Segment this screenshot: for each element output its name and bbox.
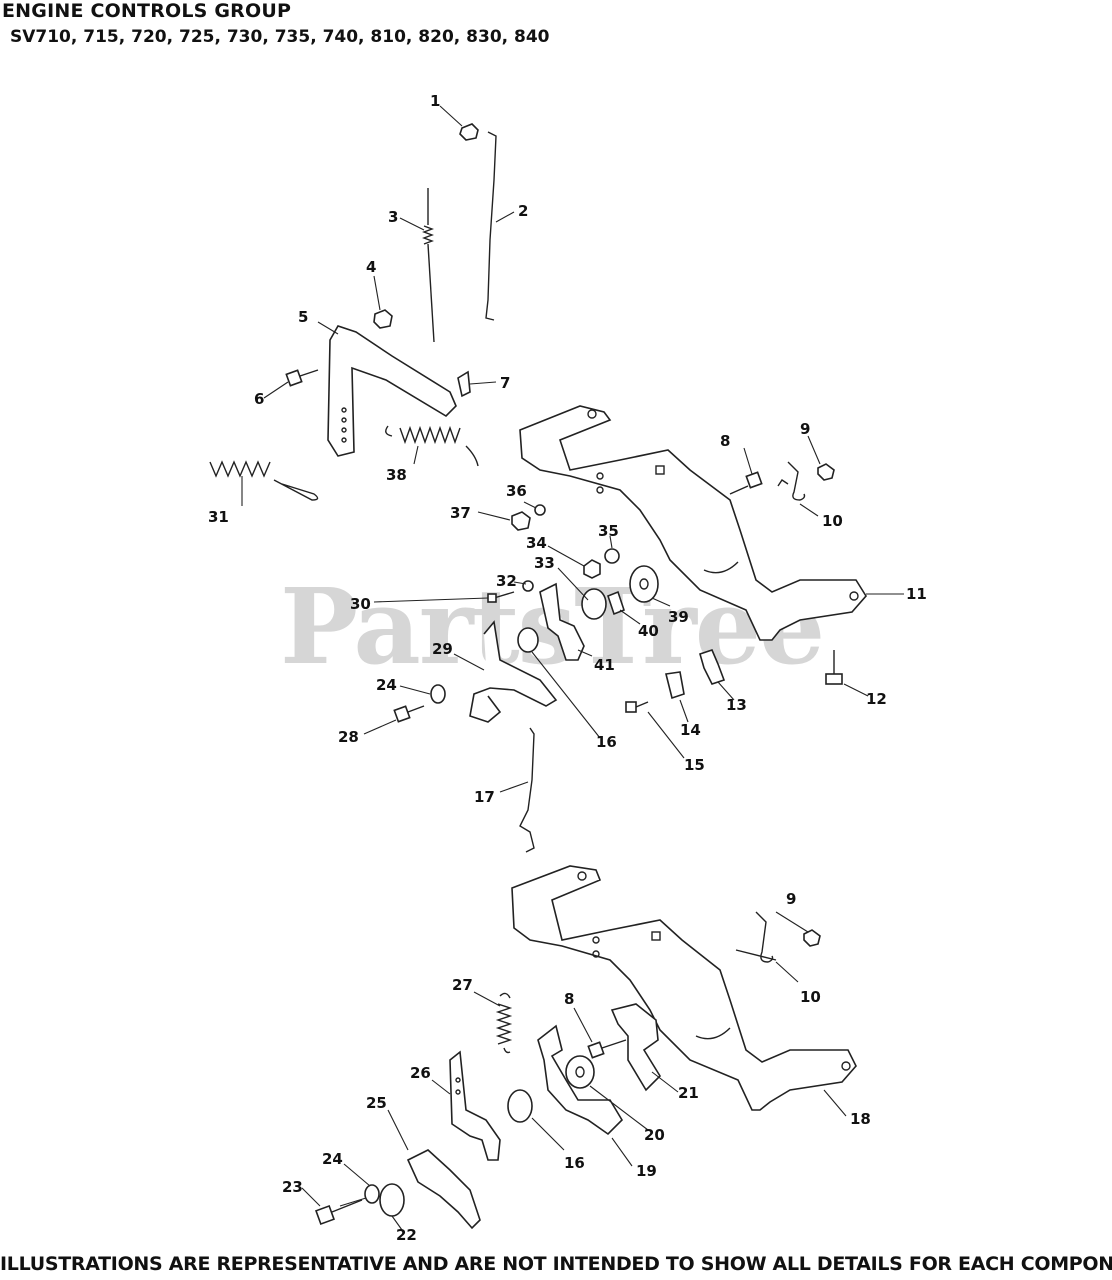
- callout-10: 10: [822, 512, 843, 530]
- callout-2: 2: [518, 202, 528, 220]
- callout-33: 33: [534, 554, 555, 572]
- part-15-screw[interactable]: [625, 701, 649, 713]
- callout-10-lower: 10: [800, 988, 821, 1006]
- part-16-washer-lower[interactable]: [507, 1089, 533, 1123]
- callout-14: 14: [680, 721, 701, 739]
- callout-29: 29: [432, 640, 453, 658]
- part-5-lever[interactable]: [327, 325, 457, 457]
- callout-4: 4: [366, 258, 376, 276]
- part-31-spring[interactable]: [209, 460, 319, 501]
- part-40-clip[interactable]: [607, 590, 625, 616]
- callout-35: 35: [598, 522, 619, 540]
- callout-1: 1: [430, 92, 440, 110]
- callout-38: 38: [386, 466, 407, 484]
- part-25-arm[interactable]: [406, 1149, 481, 1230]
- callout-31: 31: [208, 508, 229, 526]
- part-37-nut[interactable]: [511, 511, 531, 531]
- part-9-nut-lower[interactable]: [803, 929, 821, 947]
- part-35-nut[interactable]: [604, 548, 620, 564]
- part-13-clip[interactable]: [699, 649, 726, 685]
- disclaimer-footer: ILLUSTRATIONS ARE REPRESENTATIVE AND ARE…: [0, 1253, 1112, 1275]
- part-18-control-bracket[interactable]: [511, 865, 857, 1111]
- part-20-washer[interactable]: [565, 1055, 595, 1089]
- part-27-spring[interactable]: [495, 992, 513, 1054]
- part-9-nut[interactable]: [817, 463, 835, 481]
- callout-19: 19: [636, 1162, 657, 1180]
- callout-9-lower: 9: [786, 890, 796, 908]
- callout-27: 27: [452, 976, 473, 994]
- callout-3: 3: [388, 208, 398, 226]
- part-17-link-rod[interactable]: [519, 727, 535, 853]
- part-6-bolt[interactable]: [285, 369, 319, 387]
- diagram-title: ENGINE CONTROLS GROUP: [2, 0, 292, 22]
- part-41-lever[interactable]: [539, 582, 585, 661]
- part-8-screw[interactable]: [729, 471, 763, 495]
- part-38-spring[interactable]: [385, 425, 479, 467]
- part-8-screw-lower[interactable]: [587, 1039, 627, 1059]
- part-30-screw[interactable]: [487, 591, 515, 603]
- callout-36: 36: [506, 482, 527, 500]
- callout-5: 5: [298, 308, 308, 326]
- part-33-washer[interactable]: [581, 588, 607, 620]
- callout-11: 11: [906, 585, 927, 603]
- callout-18: 18: [850, 1110, 871, 1128]
- callout-21: 21: [678, 1084, 699, 1102]
- callout-28: 28: [338, 728, 359, 746]
- part-26-arm[interactable]: [449, 1050, 501, 1161]
- part-34-nut[interactable]: [583, 559, 601, 579]
- callout-6: 6: [254, 390, 264, 408]
- part-12-bolt[interactable]: [825, 650, 843, 685]
- callout-numbers: 1 2 3 4 5 6 7 8 9 10 11 12 13 14 15 16 1…: [208, 92, 927, 1244]
- callout-40: 40: [638, 622, 659, 640]
- callout-39: 39: [668, 608, 689, 626]
- part-10-spring-lower[interactable]: [735, 911, 777, 963]
- callout-16-lower: 16: [564, 1154, 585, 1172]
- part-11-control-bracket[interactable]: [519, 405, 867, 641]
- callout-12: 12: [866, 690, 887, 708]
- part-10-spring[interactable]: [777, 461, 806, 501]
- model-list: SV710, 715, 720, 725, 730, 735, 740, 810…: [10, 27, 550, 47]
- callout-13: 13: [726, 696, 747, 714]
- part-4-nut[interactable]: [373, 309, 393, 329]
- part-19-lever[interactable]: [537, 1024, 624, 1136]
- part-16-washer[interactable]: [517, 627, 539, 653]
- part-7-clip[interactable]: [457, 370, 471, 398]
- callout-30: 30: [350, 595, 371, 613]
- exploded-parts-diagram: 1 2 3 4 5 6 7 8 9 10 11 12 13 14 15 16 1…: [208, 92, 927, 1244]
- part-39-washer[interactable]: [629, 565, 659, 603]
- part-23-bolt[interactable]: [315, 1199, 363, 1225]
- part-29-bracket[interactable]: [469, 620, 558, 723]
- callout-20: 20: [644, 1126, 665, 1144]
- callout-15: 15: [684, 756, 705, 774]
- part-24-washer-lower[interactable]: [364, 1184, 380, 1204]
- callout-9: 9: [800, 420, 810, 438]
- callout-7: 7: [500, 374, 510, 392]
- part-22-washer[interactable]: [379, 1183, 405, 1217]
- callout-24-lower: 24: [322, 1150, 343, 1168]
- callout-37: 37: [450, 504, 471, 522]
- callout-17: 17: [474, 788, 495, 806]
- callout-22: 22: [396, 1226, 417, 1244]
- part-2-rod[interactable]: [485, 131, 497, 321]
- callout-41: 41: [594, 656, 615, 674]
- part-3-spring[interactable]: [422, 188, 435, 343]
- part-21-lever[interactable]: [610, 1003, 662, 1092]
- callout-8: 8: [720, 432, 730, 450]
- part-14-clip[interactable]: [665, 671, 685, 700]
- callout-23: 23: [282, 1178, 303, 1196]
- callout-32: 32: [496, 572, 517, 590]
- callout-16: 16: [596, 733, 617, 751]
- leader-lines: [241, 105, 904, 1231]
- callout-26: 26: [410, 1064, 431, 1082]
- callout-34: 34: [526, 534, 547, 552]
- part-28-bolt[interactable]: [393, 705, 425, 723]
- part-32-nut[interactable]: [522, 580, 534, 592]
- part-36-washer[interactable]: [534, 504, 546, 516]
- callout-25: 25: [366, 1094, 387, 1112]
- part-24-washer[interactable]: [430, 684, 446, 704]
- part-1-nut[interactable]: [459, 123, 479, 141]
- callout-24: 24: [376, 676, 397, 694]
- callout-8-lower: 8: [564, 990, 574, 1008]
